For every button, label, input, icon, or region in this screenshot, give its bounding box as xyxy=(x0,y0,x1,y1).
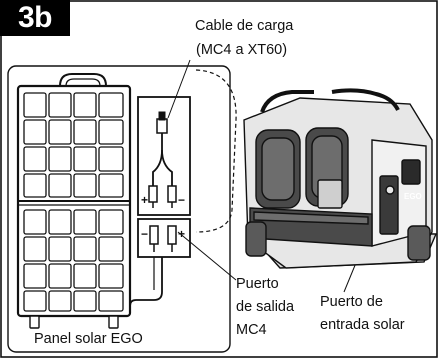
panel-frame xyxy=(7,65,231,353)
solar-panel xyxy=(16,73,132,318)
solar-cells-top xyxy=(23,92,124,198)
cable-label: Cable de carga xyxy=(195,18,294,34)
port-minus-sign: − xyxy=(141,227,149,241)
panel-output-cable xyxy=(129,257,163,314)
cable-minus-sign: − xyxy=(178,193,186,207)
cable-box xyxy=(137,96,191,216)
cable-plus-sign: + xyxy=(141,193,149,207)
output-port-label-line1: Puerto xyxy=(236,276,279,292)
device-logo: EGO xyxy=(404,192,422,201)
solar-cells-bottom xyxy=(23,209,124,312)
panel-name-label: Panel solar EGO xyxy=(34,331,143,347)
output-port-label-line2: de salida xyxy=(236,299,295,315)
port-box xyxy=(137,218,191,258)
cable-highlight-outline xyxy=(195,69,237,233)
panel-feet xyxy=(29,315,119,329)
power-station xyxy=(243,88,438,269)
cable-label-connector-type: (MC4 a XT60) xyxy=(196,42,288,58)
output-port-leader xyxy=(177,231,237,281)
input-port-label-line1: Puerto de xyxy=(320,294,383,310)
port-plus-sign: + xyxy=(178,227,186,241)
step-number-badge: 3b xyxy=(0,0,70,36)
output-port-label-line3: MC4 xyxy=(236,322,267,338)
cable-leader xyxy=(167,59,191,119)
input-port-label-line2: entrada solar xyxy=(320,317,405,333)
